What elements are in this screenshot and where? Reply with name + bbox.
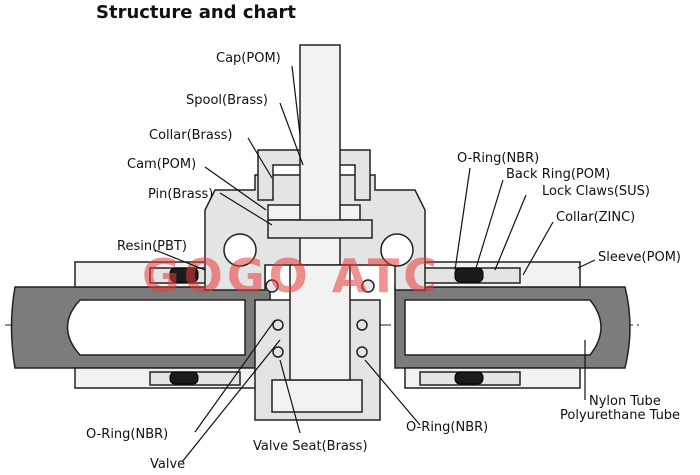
label-oring-right: O-Ring(NBR) bbox=[406, 420, 488, 435]
label-resin: Resin(PBT) bbox=[117, 239, 187, 254]
label-cap: Cap(POM) bbox=[216, 51, 281, 66]
leader-lines bbox=[154, 65, 596, 463]
label-nylon-tube: Nylon Tube bbox=[589, 394, 661, 409]
label-collar-zinc: Collar(ZINC) bbox=[556, 210, 635, 225]
label-pin: Pin(Brass) bbox=[148, 187, 213, 202]
right-top-oring bbox=[454, 267, 484, 283]
label-lock-claws: Lock Claws(SUS) bbox=[542, 184, 650, 199]
label-cam: Cam(POM) bbox=[127, 157, 196, 172]
label-spool: Spool(Brass) bbox=[186, 93, 268, 108]
right-bottom-oring bbox=[454, 371, 484, 385]
label-sleeve: Sleeve(POM) bbox=[598, 250, 681, 265]
left-bottom-oring bbox=[169, 371, 199, 385]
right-tube bbox=[394, 286, 631, 369]
diagram-title: Structure and chart bbox=[96, 2, 296, 23]
label-valve: Valve bbox=[150, 457, 185, 472]
left-top-oring bbox=[169, 267, 199, 283]
left-tube bbox=[10, 286, 271, 369]
label-oring-left: O-Ring(NBR) bbox=[86, 427, 168, 442]
label-collar-brass: Collar(Brass) bbox=[149, 128, 232, 143]
label-oring-top: O-Ring(NBR) bbox=[457, 151, 539, 166]
watermark: GOGO ATC bbox=[142, 249, 441, 303]
label-valve-seat: Valve Seat(Brass) bbox=[253, 439, 368, 454]
label-back-ring: Back Ring(POM) bbox=[506, 167, 610, 182]
valve-pins bbox=[265, 279, 375, 358]
label-pu-tube: Polyurethane Tube bbox=[560, 408, 680, 423]
spool bbox=[267, 44, 373, 381]
